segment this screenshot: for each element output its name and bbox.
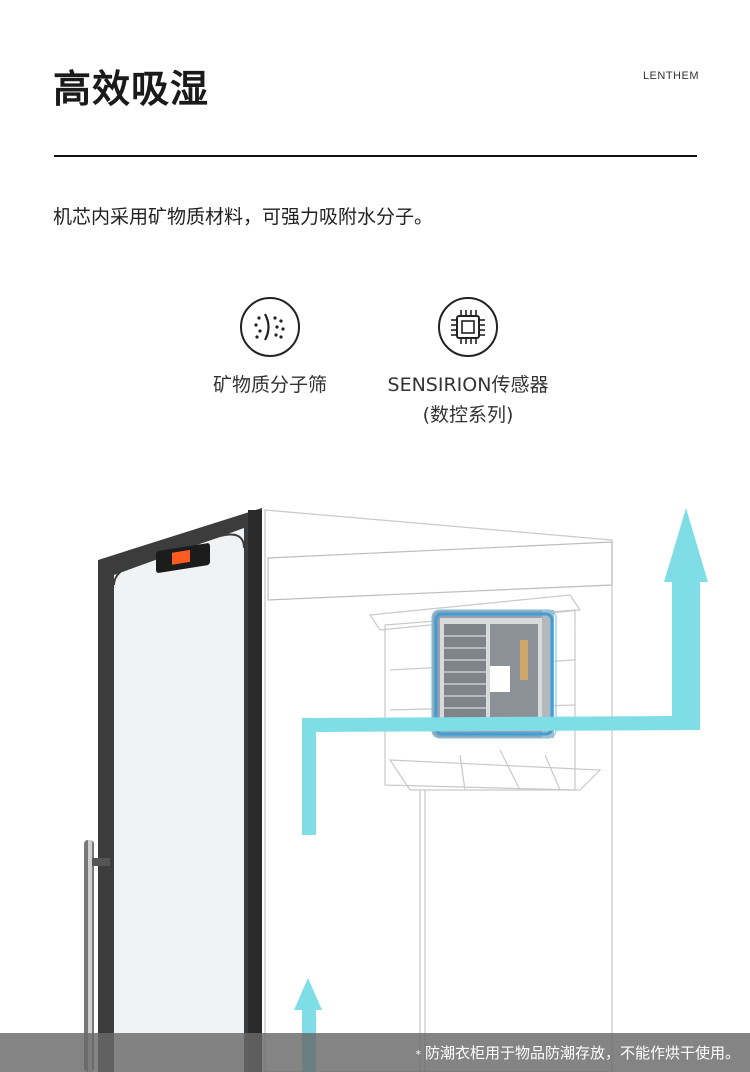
feature-sensor: SENSIRION传感器 (数控系列) <box>368 296 568 430</box>
door-handle <box>84 840 110 1072</box>
footer-note: *防潮衣柜用于物品防潮存放，不能作烘干使用。 <box>415 1042 740 1066</box>
cabinet-illustration <box>84 508 708 1072</box>
feature-label: SENSIRION传感器 <box>387 374 549 396</box>
title-divider <box>54 155 697 157</box>
feature-label: 矿物质分子筛 <box>212 374 327 396</box>
intro-text: 机芯内采用矿物质材料，可强力吸附水分子。 <box>53 206 434 228</box>
star-icon: * <box>415 1048 421 1061</box>
footer-bar: *防潮衣柜用于物品防潮存放，不能作烘干使用。 <box>0 1033 750 1072</box>
footer-note-text: 防潮衣柜用于物品防潮存放，不能作烘干使用。 <box>424 1044 740 1062</box>
brand-logo-text: LENTHEM <box>642 70 699 82</box>
molecular-sieve-icon <box>240 297 300 357</box>
cabinet-door <box>98 508 262 1072</box>
feature-sublabel: (数控系列) <box>422 404 514 426</box>
cabinet-body-wireframe <box>264 509 613 1072</box>
feature-molecular-sieve: 矿物质分子筛 <box>195 296 345 400</box>
chip-sensor-icon <box>438 297 498 357</box>
dehumidifier-module <box>431 609 557 739</box>
page-title: 高效吸湿 <box>53 67 210 111</box>
